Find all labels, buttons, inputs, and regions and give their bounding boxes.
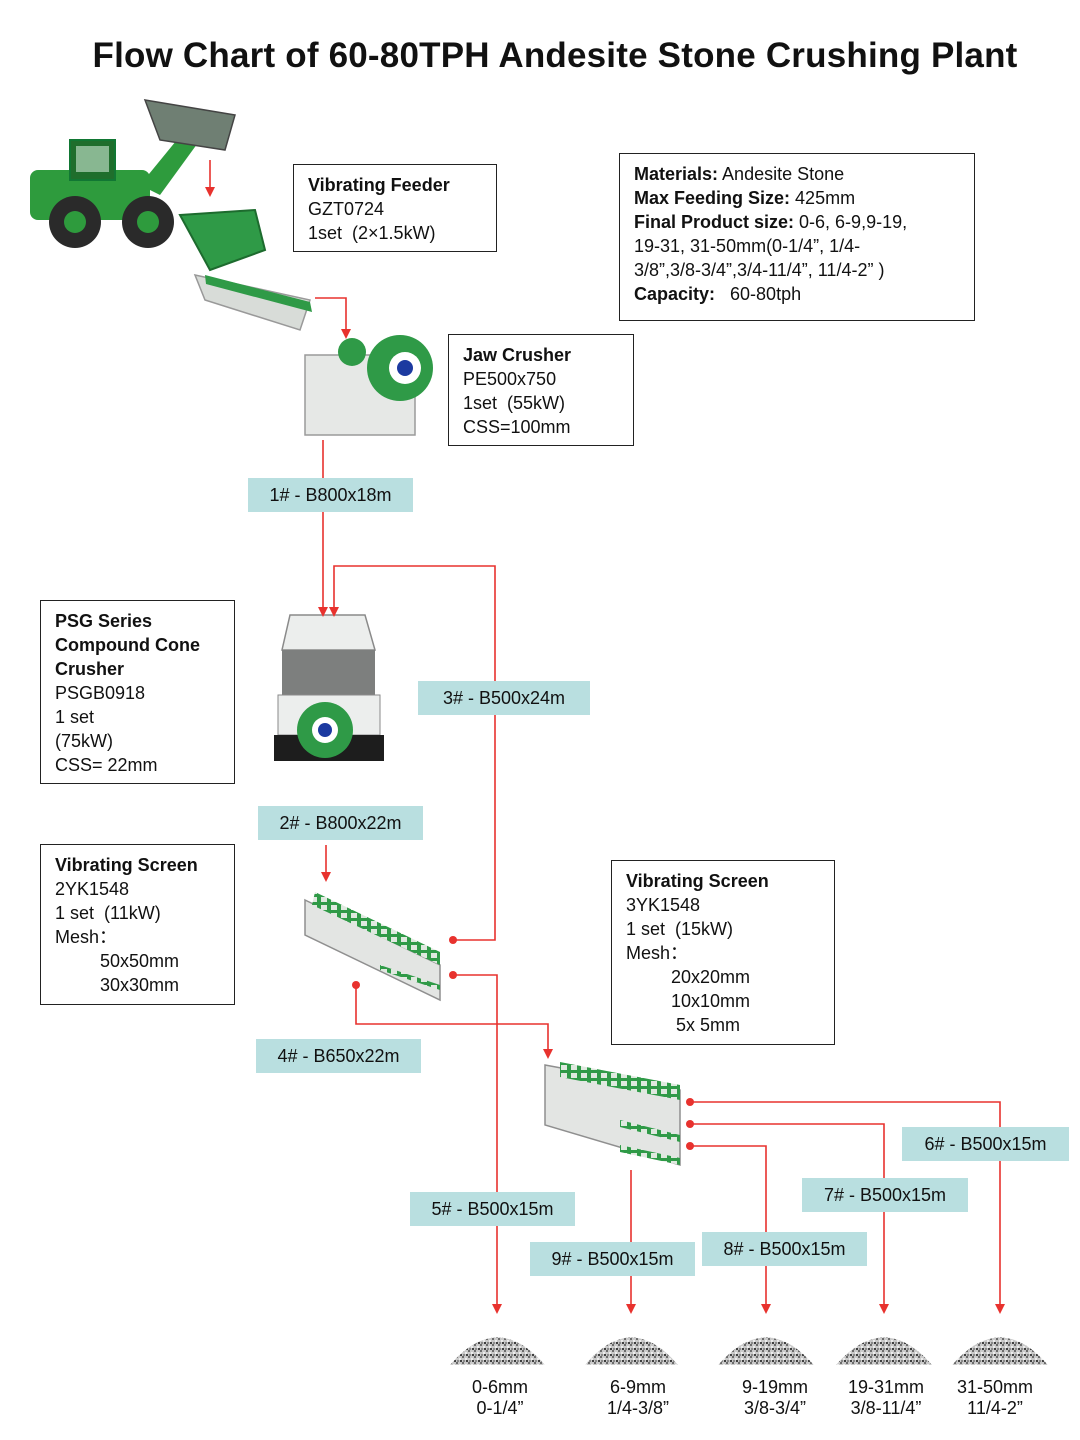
gravel-pile-6-9 <box>585 1337 678 1365</box>
gravel-pile-19-31 <box>836 1337 932 1365</box>
product-inch: 3/8-3/4” <box>743 1398 807 1418</box>
product-label-19-31: 19-31mm 3/8-11/4” <box>826 1377 946 1419</box>
product-mm: 9-19mm <box>741 1377 808 1397</box>
screen1-model: 2YK1548 <box>55 879 130 899</box>
belt-label-3: 3# - B500x24m <box>418 681 590 715</box>
materials-box: Materials: Andesite Stone Max Feeding Si… <box>619 153 975 321</box>
flow-arrows <box>205 160 1005 1314</box>
product-label-6-9: 6-9mm 1/4-3/8” <box>578 1377 698 1419</box>
gravel-pile-9-19 <box>718 1337 814 1365</box>
vibrating-feeder-illustration <box>178 208 312 331</box>
belt-label-9: 9# - B500x15m <box>530 1242 695 1276</box>
screen1-spec: 1 set (11kW) <box>55 903 161 923</box>
cone-crusher-illustration <box>274 614 384 761</box>
jaw-crusher-illustration <box>304 335 433 436</box>
screen2-name: Vibrating Screen <box>626 871 769 891</box>
jaw-spec: 1set (55kW) <box>463 393 566 413</box>
cone-css: CSS= 22mm <box>55 755 158 775</box>
product-inch: 0-1/4” <box>476 1398 524 1418</box>
feeder-spec: 1set (2×1.5kW) <box>308 223 436 243</box>
flow-dots <box>352 936 694 1150</box>
product-mm: 19-31mm <box>847 1377 925 1397</box>
gravel-pile-0-6 <box>450 1337 545 1365</box>
product-inch: 11/4-2” <box>967 1398 1023 1418</box>
belt-label-8: 8# - B500x15m <box>702 1232 867 1266</box>
vibrating-screen-2-box: Vibrating Screen 3YK1548 1 set (15kW) Me… <box>611 860 835 1045</box>
gravel-pile-31-50 <box>952 1337 1048 1365</box>
feeder-model: GZT0724 <box>308 199 385 219</box>
cone-model: PSGB0918 <box>55 683 146 703</box>
capacity-line: Capacity: 60-80tph <box>634 284 802 304</box>
belt-label-1: 1# - B800x18m <box>248 478 413 512</box>
jaw-model: PE500x750 <box>463 369 557 389</box>
wheel-loader-illustration <box>30 99 236 248</box>
page-title: Flow Chart of 60-80TPH Andesite Stone Cr… <box>92 36 1018 75</box>
vibrating-screen-1-illustration <box>304 892 441 1002</box>
product-label-31-50: 31-50mm 11/4-2” <box>935 1377 1055 1419</box>
product-label-9-19: 9-19mm 3/8-3/4” <box>715 1377 835 1419</box>
screen2-spec: 1 set (15kW) <box>626 919 734 939</box>
cone-crusher-box: PSG Series Compound Cone Crusher PSGB091… <box>40 600 235 784</box>
final-product-line: Final Product size: 0-6, 6-9,9-19, <box>634 212 908 232</box>
final-product-line-2: 19-31, 31-50mm(0-1/4”, 1/4- <box>634 236 861 256</box>
belt-label-7: 7# - B500x15m <box>802 1178 968 1212</box>
feeder-name: Vibrating Feeder <box>308 175 450 195</box>
jaw-crusher-box: Jaw Crusher PE500x750 1set (55kW) CSS=10… <box>448 334 634 446</box>
screen1-mesh-2: 30x30mm <box>55 975 180 995</box>
product-inch: 1/4-3/8” <box>606 1398 670 1418</box>
screen1-mesh-1: 50x50mm <box>55 951 180 971</box>
product-mm: 31-50mm <box>956 1377 1034 1397</box>
product-mm: 0-6mm <box>471 1377 528 1397</box>
product-piles <box>450 1337 1048 1365</box>
cone-name-1: PSG Series <box>55 611 153 631</box>
screen1-mesh: Mesh： <box>55 927 118 947</box>
screen2-mesh-2: 10x10mm <box>626 991 751 1011</box>
jaw-css: CSS=100mm <box>463 417 571 437</box>
vibrating-screen-1-box: Vibrating Screen 2YK1548 1 set (11kW) Me… <box>40 844 235 1005</box>
vibrating-feeder-box: Vibrating Feeder GZT0724 1set (2×1.5kW) <box>293 164 497 252</box>
belt-label-6: 6# - B500x15m <box>902 1127 1069 1161</box>
jaw-name: Jaw Crusher <box>463 345 572 365</box>
screen2-model: 3YK1548 <box>626 895 701 915</box>
product-label-0-6: 0-6mm 0-1/4” <box>440 1377 560 1419</box>
belt-label-5: 5# - B500x15m <box>410 1192 575 1226</box>
materials-line: Materials: Andesite Stone <box>634 164 845 184</box>
screen2-mesh: Mesh： <box>626 943 689 963</box>
screen1-name: Vibrating Screen <box>55 855 198 875</box>
screen2-mesh-3: 5x 5mm <box>626 1015 741 1035</box>
cone-name-3: Crusher <box>55 659 125 679</box>
belt-label-4: 4# - B650x22m <box>256 1039 421 1073</box>
screen2-mesh-1: 20x20mm <box>626 967 751 987</box>
cone-name-2: Compound Cone <box>55 635 200 655</box>
vibrating-screen-2-illustration <box>544 1062 681 1167</box>
cone-spec-1: 1 set <box>55 707 95 727</box>
product-mm: 6-9mm <box>609 1377 666 1397</box>
max-feeding-size-line: Max Feeding Size: 425mm <box>634 188 856 208</box>
product-inch: 3/8-11/4” <box>850 1398 922 1418</box>
final-product-line-3: 3/8”,3/8-3/4”,3/4-11/4”, 11/4-2” ) <box>634 260 885 280</box>
cone-spec-2: (75kW) <box>55 731 113 751</box>
belt-label-2: 2# - B800x22m <box>258 806 423 840</box>
